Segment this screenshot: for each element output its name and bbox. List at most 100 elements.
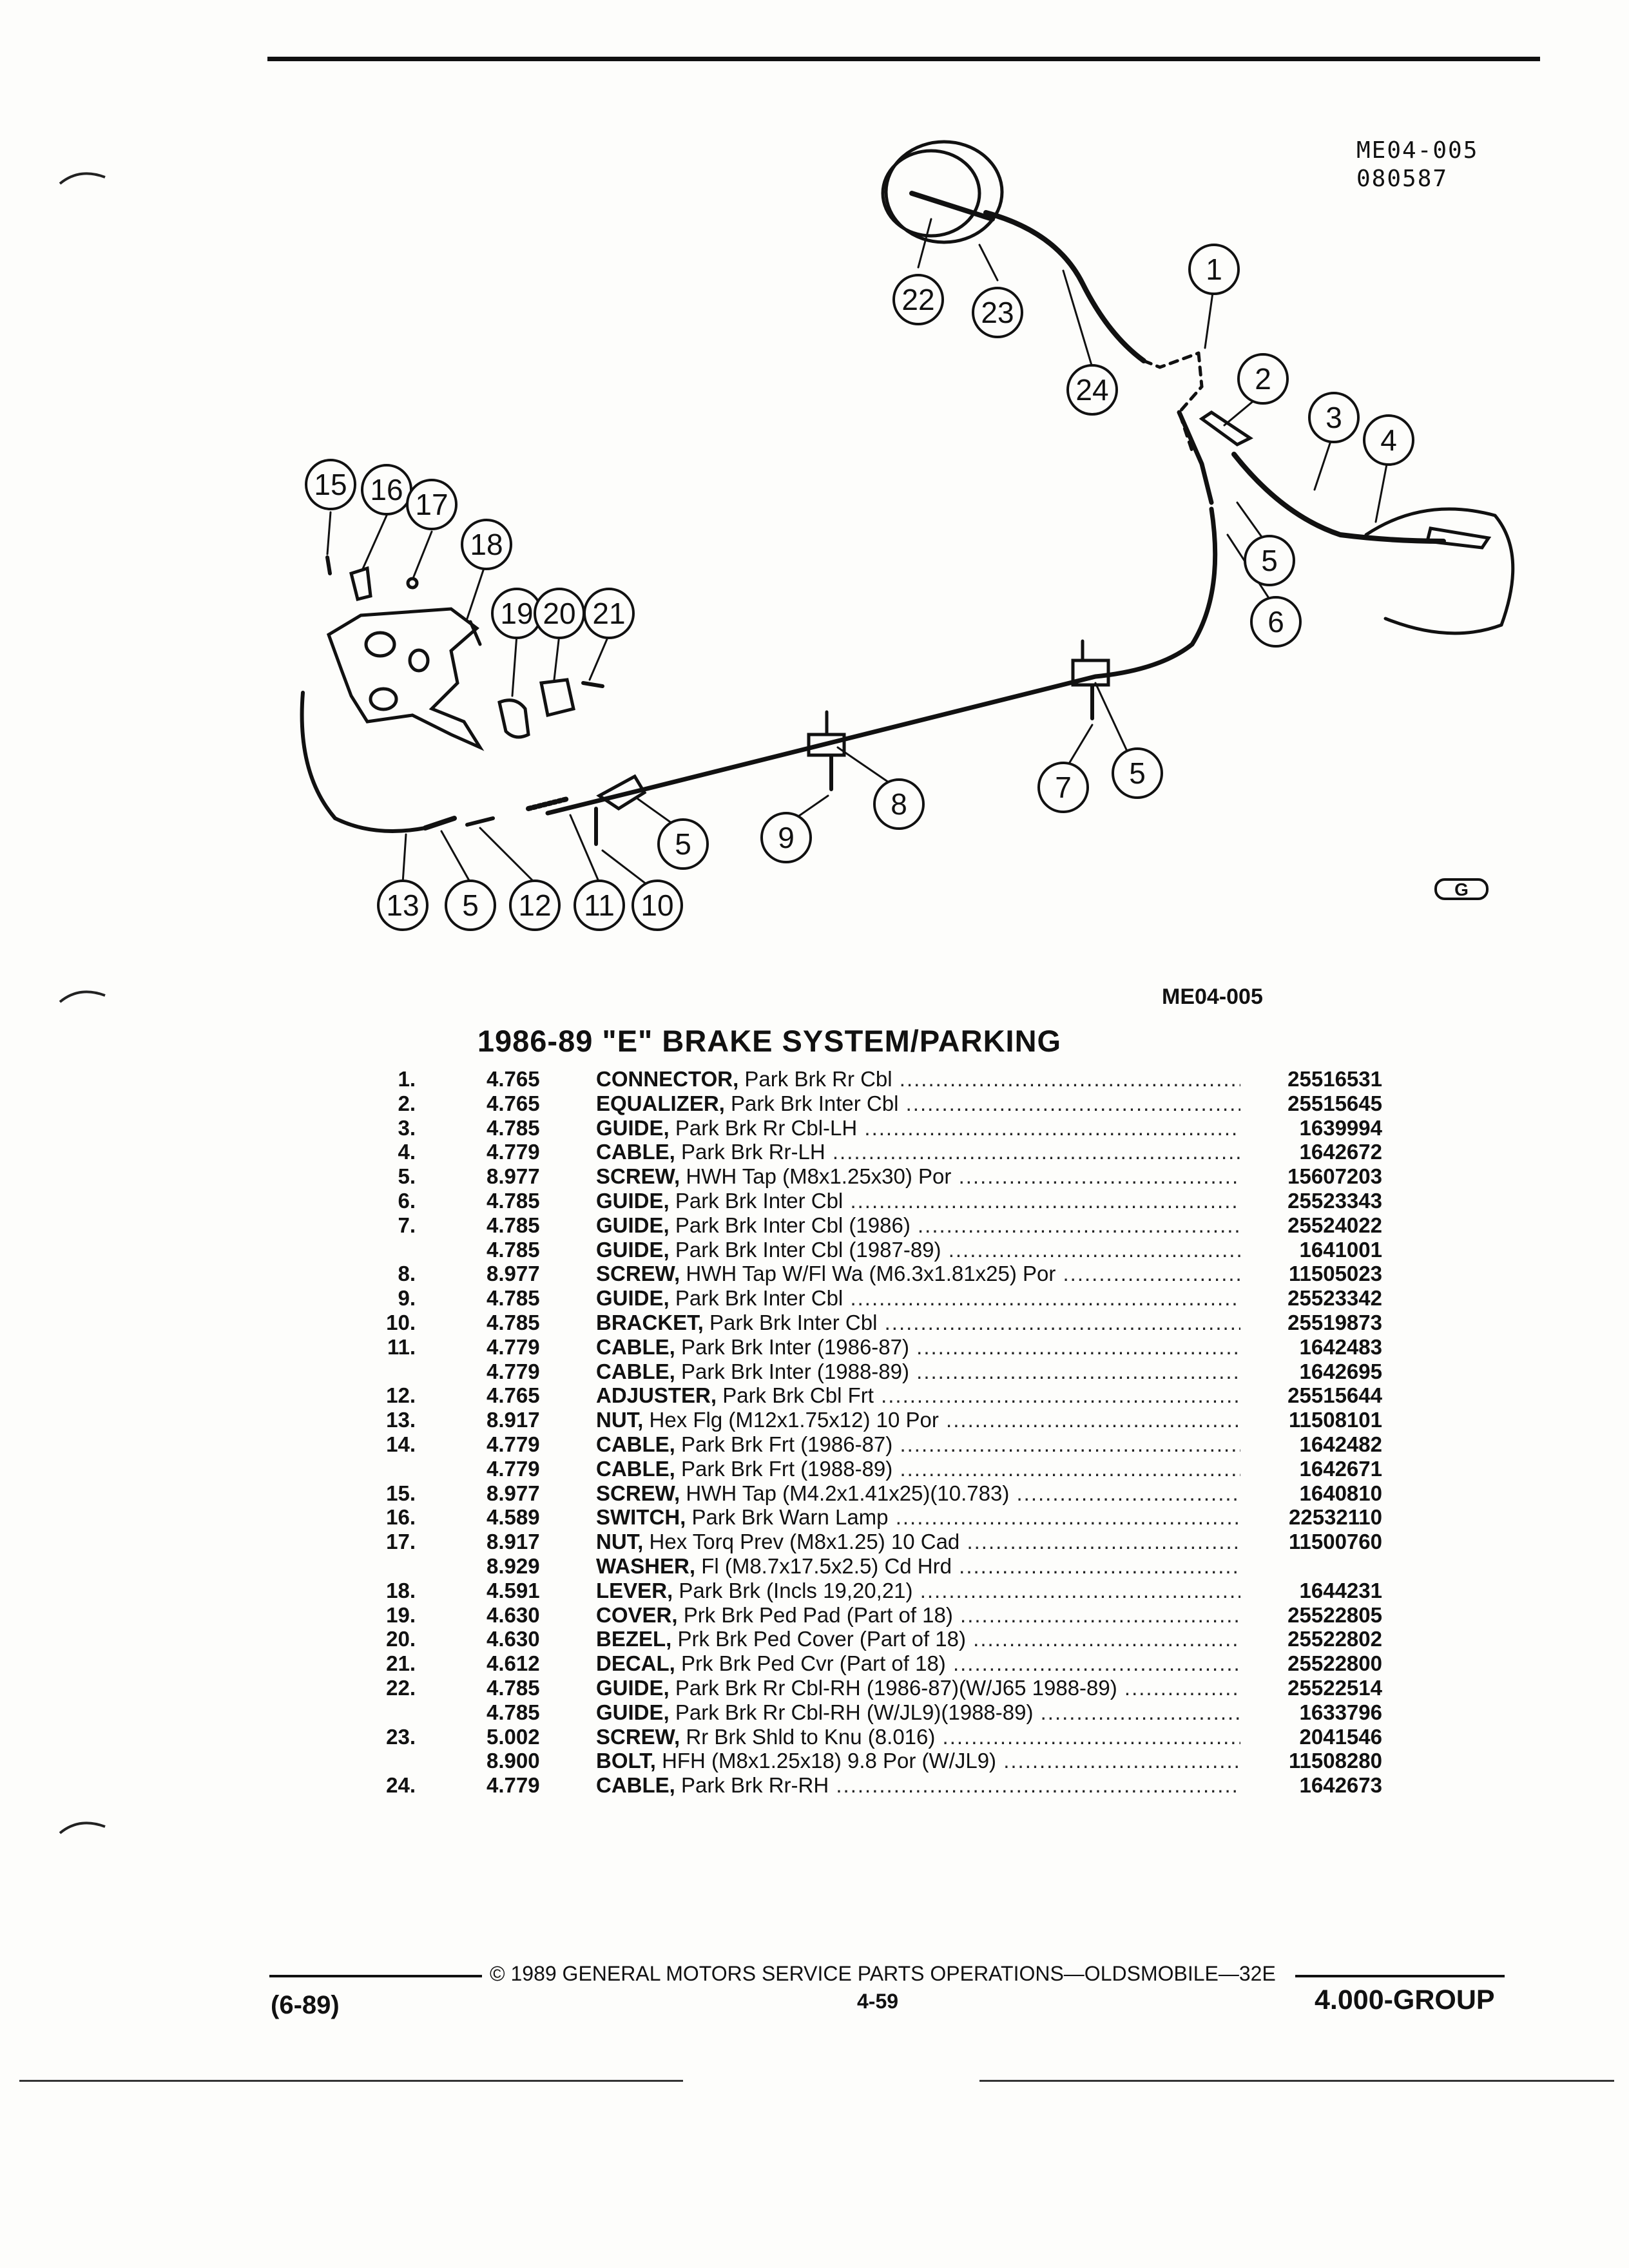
callout-3: 3 [1308, 392, 1360, 443]
callout-circle [631, 879, 683, 931]
margin-mark [59, 1821, 106, 1834]
item-number: 10. [386, 1311, 416, 1334]
part-description: SCREW, HWH Tap (M8x1.25x30) Por ........… [596, 1164, 1240, 1189]
leader-dots: ........................................… [900, 1432, 1240, 1456]
item-number: 23. [386, 1724, 416, 1749]
leader-dots: ........................................… [958, 1164, 1240, 1189]
part-description: LEVER, Park Brk (Incls 19,20,21) .......… [596, 1579, 1240, 1603]
callout-22: 22 [892, 274, 944, 325]
item-number: 16. [386, 1505, 416, 1530]
pedal-pad-cover [497, 698, 530, 739]
callout-label: 21 [592, 597, 625, 630]
item-number: 18. [386, 1578, 416, 1602]
part-name: BOLT, [596, 1749, 656, 1773]
part-description: NUT, Hex Flg (M12x1.75x12) 10 Por ......… [596, 1408, 1240, 1432]
part-number: 11508101 [1288, 1408, 1382, 1432]
part-name: ADJUSTER, [596, 1383, 717, 1408]
gm-logo: G [1434, 878, 1489, 900]
item-number: 1. [398, 1067, 416, 1091]
group-label: 4.000-GROUP [1315, 1984, 1495, 2015]
part-name: CONNECTOR, [596, 1067, 739, 1091]
part-name: GUIDE, [596, 1286, 670, 1311]
park-brake-lever [326, 607, 485, 751]
callout-21: 21 [583, 588, 635, 639]
part-description: GUIDE, Park Brk Rr Cbl-RH (1986-87)(W/J6… [596, 1676, 1240, 1700]
part-name: SCREW, [596, 1481, 680, 1505]
item-number: 7. [398, 1213, 416, 1237]
group-number: 8.917 [487, 1530, 540, 1554]
part-detail: Park Brk Inter Cbl [731, 1091, 899, 1115]
part-name: CABLE, [596, 1456, 675, 1481]
part-detail: Hex Flg (M12x1.75x12) 10 Por [649, 1408, 939, 1432]
rear-right-cable [983, 210, 1146, 363]
leader-dots: ........................................… [1016, 1481, 1240, 1505]
leader-dots: ........................................… [884, 1311, 1240, 1334]
part-number: 11500760 [1288, 1530, 1382, 1554]
callout-4: 4 [1363, 414, 1414, 466]
part-description: GUIDE, Park Brk Inter Cbl ..............… [596, 1286, 1240, 1311]
part-detail: Fl (M8.7x17.5x2.5) Cd Hrd [701, 1554, 952, 1578]
item-number: 12. [386, 1383, 416, 1408]
group-number: 8.977 [487, 1164, 540, 1189]
page-title: 1986-89 "E" BRAKE SYSTEM/PARKING [0, 1023, 1629, 1059]
part-number: 25519873 [1287, 1311, 1382, 1334]
part-detail: Park Brk Inter (1986-87) [681, 1334, 909, 1359]
group-number: 4.591 [487, 1578, 540, 1602]
group-number: 8.977 [487, 1481, 540, 1505]
copyright: © 1989 GENERAL MOTORS SERVICE PARTS OPER… [490, 1962, 1276, 1985]
leader-dots: ........................................… [895, 1505, 1240, 1530]
part-name: CABLE, [596, 1140, 675, 1164]
callout-circle [509, 879, 561, 931]
leader-dots: ........................................… [899, 1067, 1240, 1091]
group-number: 4.779 [487, 1334, 540, 1359]
group-number: 4.779 [487, 1140, 540, 1164]
group-number: 4.785 [487, 1286, 540, 1311]
group-number: 4.589 [487, 1505, 540, 1530]
leader-dots: ........................................… [850, 1286, 1240, 1311]
part-detail: HFH (M8x1.25x18) 9.8 Por (W/JL9) [662, 1749, 997, 1773]
item-number: 20. [386, 1627, 416, 1651]
part-description: CABLE, Park Brk Rr-RH ..................… [596, 1773, 1240, 1798]
item-number: 14. [386, 1432, 416, 1456]
item-number: 24. [386, 1773, 416, 1798]
group-number: 4.785 [487, 1311, 540, 1334]
callout-label: 18 [470, 528, 503, 561]
callout-label: 5 [462, 889, 479, 922]
part-description: SCREW, Rr Brk Shld to Knu (8.016) ......… [596, 1725, 1240, 1749]
part-name: GUIDE, [596, 1676, 670, 1700]
rear-left-brake-drum [1364, 507, 1515, 635]
group-number: 4.785 [487, 1676, 540, 1700]
group-number: 4.785 [487, 1213, 540, 1237]
leader-dots: ........................................… [967, 1530, 1240, 1554]
part-description: SCREW, HWH Tap W/Fl Wa (M6.3x1.81x25) Po… [596, 1262, 1240, 1286]
group-number: 4.779 [487, 1456, 540, 1481]
group-number: 4.612 [487, 1651, 540, 1676]
callout-label: 23 [981, 296, 1014, 329]
leader-dots: ........................................… [920, 1578, 1240, 1602]
group-number: 8.917 [487, 1408, 540, 1432]
callout-label: 5 [1261, 544, 1278, 577]
item-number: 15. [386, 1481, 416, 1505]
leader-dots: ........................................… [916, 1359, 1240, 1383]
group-number: 4.765 [487, 1091, 540, 1115]
part-name: CABLE, [596, 1334, 675, 1359]
part-name: BRACKET, [596, 1311, 704, 1334]
callout-23: 23 [972, 287, 1023, 338]
part-number: 1644231 [1299, 1578, 1382, 1602]
part-description: GUIDE, Park Brk Rr Cbl-RH (W/JL9)(1988-8… [596, 1700, 1240, 1725]
part-detail: Prk Brk Ped Cvr (Part of 18) [681, 1651, 946, 1676]
leader-dots: ........................................… [916, 1334, 1240, 1359]
